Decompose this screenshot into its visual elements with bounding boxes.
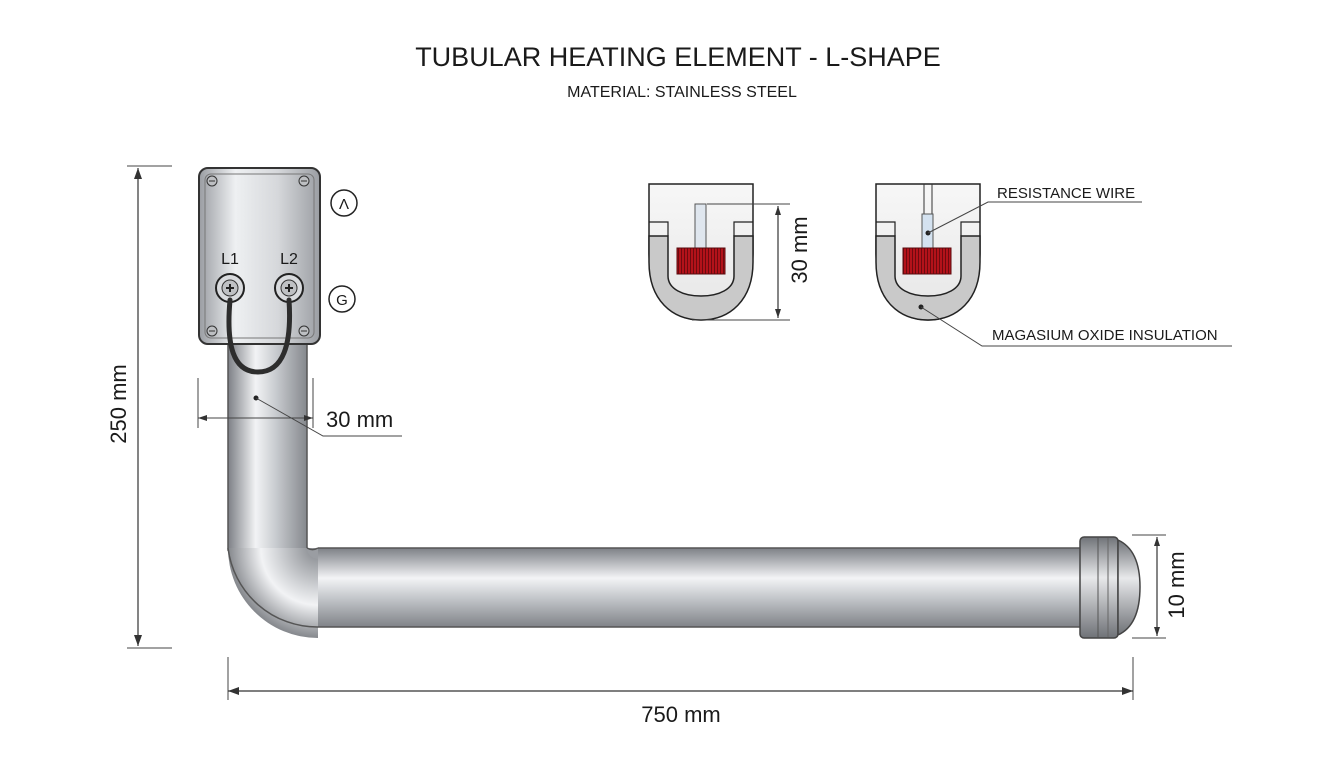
length-dimension: 750 mm [227, 657, 1134, 727]
l-shaped-tube [227, 329, 1084, 638]
end-cap-dimension-label: 10 mm [1164, 551, 1189, 618]
cross-section-left: 30 mm [648, 183, 812, 321]
diagram-subtitle: MATERIAL: STAINLESS STEEL [567, 84, 797, 101]
jumper-wire [226, 297, 293, 375]
svg-text:G: G [336, 292, 348, 309]
tube-diameter-dimension: 30 mm [197, 378, 402, 437]
terminal-screw-l1-icon [215, 273, 245, 303]
phase-symbol-icon: Λ [330, 189, 358, 217]
screw-icon [206, 175, 310, 337]
diagram-title: TUBULAR HEATING ELEMENT - L-SHAPE [415, 42, 941, 72]
tube-diameter-label: 30 mm [326, 407, 393, 432]
cross-section-right: RESISTANCE WIRE MAGASIUM OXIDE INSULATIO… [875, 183, 1232, 347]
end-cap-dimension: 10 mm [1132, 534, 1189, 639]
length-dimension-label: 750 mm [641, 702, 720, 727]
terminal-box: L1 L2 [198, 167, 321, 375]
height-dimension: 250 mm [106, 165, 172, 649]
insulation-callout: MAGASIUM OXIDE INSULATION [992, 327, 1218, 344]
height-dimension-label: 250 mm [106, 364, 131, 443]
resistance-wire-callout: RESISTANCE WIRE [997, 185, 1135, 202]
svg-text:Λ: Λ [339, 196, 349, 213]
terminal-label-l2: L2 [280, 251, 298, 268]
section-height-label: 30 mm [787, 216, 812, 283]
end-cap [1079, 536, 1141, 639]
terminal-label-l1: L1 [221, 251, 239, 268]
ground-symbol-icon: G [328, 285, 356, 313]
